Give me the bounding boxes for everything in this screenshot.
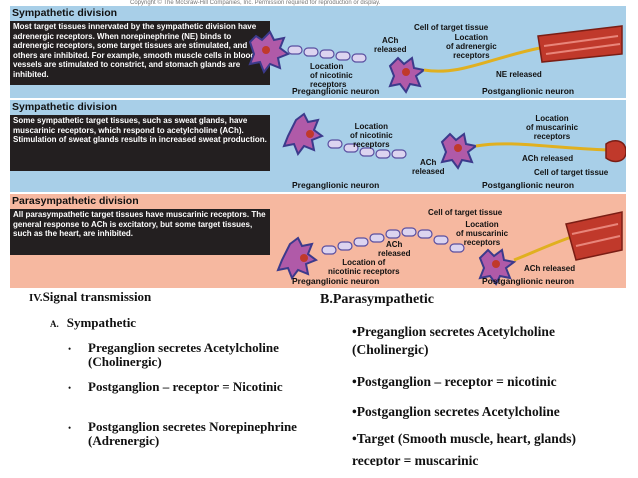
bullet-dot: • bbox=[68, 423, 72, 433]
bullet-item: Postganglion – receptor = Nicotinic bbox=[88, 379, 283, 394]
caption-postganglionic: Postganglionic neuron bbox=[482, 86, 575, 96]
bullet-item: Preganglion secretes Acetylcholine (Chol… bbox=[88, 340, 279, 369]
target-cardiac-muscle bbox=[565, 211, 623, 261]
right-heading: B.Parasympathetic bbox=[320, 292, 434, 307]
label-location-nicotinic: Location of nicotinic receptors bbox=[310, 62, 353, 89]
postganglionic-axon bbox=[475, 142, 609, 152]
caption-postganglionic: Postganglionic neuron bbox=[482, 276, 575, 286]
label-ach-released-b: ACh released bbox=[522, 154, 574, 163]
neuron-diagram bbox=[248, 25, 623, 94]
label-cell-target: Cell of target tissue bbox=[534, 168, 609, 177]
target-smooth-muscle bbox=[537, 25, 623, 63]
neuron-diagram bbox=[282, 112, 626, 170]
label-cell-target: Cell of target tissue bbox=[428, 208, 503, 217]
label-location-muscarinic: Location of muscarinic receptors bbox=[526, 114, 579, 141]
label-ach-released-b: ACh released bbox=[524, 264, 576, 273]
bottom-strip bbox=[10, 466, 626, 478]
copyright-notice: Copyright © The McGraw-Hill Companies, I… bbox=[130, 0, 381, 6]
bullet-dot: • bbox=[68, 344, 72, 354]
preganglionic-axon bbox=[321, 227, 465, 255]
label-ach-released-a: ACh released bbox=[378, 240, 411, 258]
label-location-adrenergic: Location of adrenergic receptors bbox=[446, 33, 497, 60]
bullet-item: Postganglion secretes Norepinephrine (Ad… bbox=[88, 419, 297, 448]
right-bullet-item: •Postganglion – receptor = nicotinic bbox=[352, 374, 557, 389]
caption-preganglionic: Preganglionic neuron bbox=[292, 180, 380, 190]
panel-description: Some sympathetic target tissues, such as… bbox=[10, 115, 270, 171]
label-ach-released: ACh released bbox=[374, 36, 407, 54]
target-sweat-gland bbox=[605, 139, 626, 163]
right-bullet-item: •Target (Smooth muscle, heart, glands) r… bbox=[352, 431, 576, 468]
panel-title: Sympathetic division bbox=[12, 101, 118, 113]
neuron-diagram bbox=[276, 211, 623, 286]
panel-description: All parasympathetic target tissues have … bbox=[10, 209, 270, 255]
postganglionic-cell-body bbox=[388, 56, 427, 94]
label-location-nicotinic: Location of nicotinic receptors bbox=[328, 258, 400, 276]
postganglionic-axon bbox=[423, 46, 541, 73]
panel-sympathetic-muscarinic: Sympathetic division Some sympathetic ta… bbox=[10, 100, 626, 192]
label-ne-released: NE released bbox=[496, 70, 542, 79]
bullet-dot: • bbox=[68, 383, 72, 393]
preganglionic-cell-body bbox=[248, 30, 291, 75]
caption-preganglionic: Preganglionic neuron bbox=[292, 86, 380, 96]
preganglionic-axon bbox=[327, 139, 407, 159]
caption-postganglionic: Postganglionic neuron bbox=[482, 180, 575, 190]
label-location-nicotinic: Location of nicotinic receptors bbox=[350, 122, 393, 149]
right-bullet-item: •Preganglion secretes Acetylcholine (Cho… bbox=[352, 324, 555, 357]
label-ach-released-a: ACh released bbox=[412, 158, 445, 176]
panel-parasympathetic: Parasympathetic division All parasympath… bbox=[10, 194, 626, 288]
autonomic-figure: Copyright © The McGraw-Hill Companies, I… bbox=[10, 0, 626, 288]
panel-sympathetic-adrenergic: Sympathetic division Most target tissues… bbox=[10, 6, 626, 98]
right-bullet-item: •Postganglion secretes Acetylcholine bbox=[352, 404, 560, 419]
subsection-heading: A. Sympathetic bbox=[50, 315, 136, 331]
label-location-muscarinic: Location of muscarinic receptors bbox=[456, 220, 509, 247]
postganglionic-cell-body bbox=[478, 248, 517, 286]
preganglionic-axon bbox=[287, 45, 367, 63]
subsection-letter: A. bbox=[50, 319, 59, 329]
preganglionic-cell-body bbox=[282, 112, 325, 157]
slide-text-area: IV.Signal transmission A. Sympathetic • P… bbox=[10, 288, 626, 468]
section-heading: IV.Signal transmission bbox=[29, 289, 151, 305]
panel-description: Most target tissues innervated by the sy… bbox=[10, 21, 270, 85]
subsection-title: Sympathetic bbox=[66, 315, 137, 330]
panel-title: Parasympathetic division bbox=[12, 195, 139, 207]
section-title: Signal transmission bbox=[42, 289, 152, 304]
preganglionic-cell-body bbox=[276, 236, 319, 281]
section-number: IV. bbox=[29, 292, 43, 304]
panel-title: Sympathetic division bbox=[12, 7, 118, 19]
label-cell-target: Cell of target tissue bbox=[414, 23, 489, 32]
caption-preganglionic: Preganglionic neuron bbox=[292, 276, 380, 286]
postganglionic-cell-body bbox=[440, 132, 479, 170]
